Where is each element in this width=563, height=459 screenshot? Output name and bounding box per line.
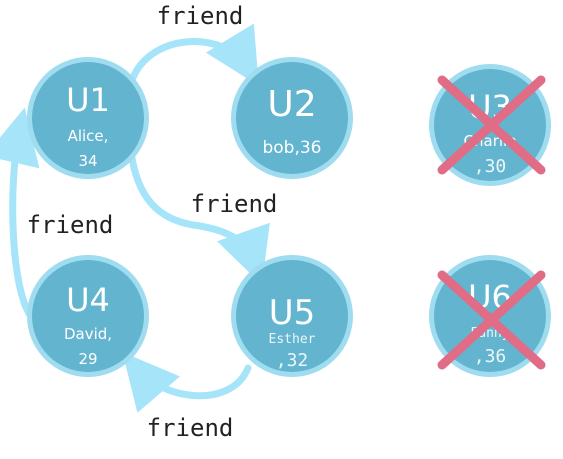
edge-u1-u5 [128, 154, 270, 285]
edge-label-u4-u1: friend [27, 211, 114, 239]
edge-label-u1-u5: friend [191, 190, 278, 218]
deleted-cross-icon [437, 270, 546, 370]
node-u2[interactable]: U2 bob,36 [231, 57, 353, 179]
node-u2-name-age: bob,36 [262, 138, 321, 158]
node-u5-name: Esther [269, 332, 316, 347]
edge-label-u1-u2: friend [157, 2, 244, 30]
node-u3-age: ,30 [474, 156, 507, 177]
node-u1[interactable]: U1 Alice, 34 [27, 57, 149, 179]
edge-label-u5-u4: friend [147, 414, 234, 442]
node-u1-name: Alice, [68, 127, 109, 145]
deleted-cross-icon [437, 75, 546, 175]
edge-u5-u4 [122, 352, 252, 413]
node-u4-name: David, [64, 325, 112, 343]
node-u6[interactable]: U6 Fanny ,36 [429, 255, 551, 377]
node-u6-age: ,36 [474, 346, 507, 367]
node-u5-age: ,32 [276, 350, 309, 371]
node-u3[interactable]: U3 Charlie ,30 [429, 64, 551, 186]
node-u1-age: 34 [78, 152, 97, 170]
node-u4-age: 29 [78, 350, 97, 368]
node-u4[interactable]: U4 David, 29 [27, 255, 149, 377]
node-u5[interactable]: U5 Esther ,32 [231, 255, 353, 377]
edge-u4-u1 [0, 107, 40, 322]
node-u2-id: U2 [267, 84, 316, 125]
edges [0, 23, 270, 413]
node-u4-id: U4 [66, 281, 110, 319]
node-u1-id: U1 [66, 81, 110, 119]
edge-u1-u2 [128, 23, 259, 86]
node-u5-id: U5 [269, 293, 316, 333]
